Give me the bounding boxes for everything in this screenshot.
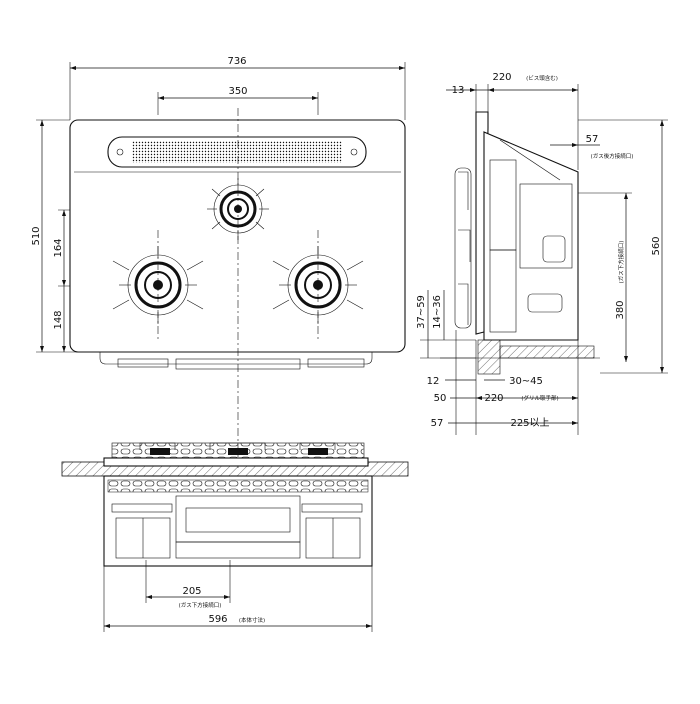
gas-lower-inlet-dim: 205 <box>182 586 201 597</box>
depth-with-screws-dim: 220 <box>492 72 511 83</box>
grill-window <box>185 507 291 533</box>
dim-57: 57 <box>431 418 444 429</box>
rear-gas-inlet-dim: 57 <box>586 134 599 145</box>
min-depth-dim: 225以上 <box>510 417 549 429</box>
front-left-burner-icon <box>112 246 204 324</box>
front-burner-offset-dim: 148 <box>53 310 64 329</box>
side-view: 13 220 (ビス頭含む) 57 (ガス後方接続口) 560 380 (ガス下… <box>416 72 668 435</box>
rear-burner-offset-dim: 164 <box>53 238 64 257</box>
lower-gas-height-dim: 380 <box>615 300 626 319</box>
gas-lower-inlet-note: (ガス下方接続口) <box>179 601 222 609</box>
burner-pitch-dim: 350 <box>228 86 247 97</box>
top-view: 736 350 510 164 148 <box>31 56 406 470</box>
flange-dim: 13 <box>452 85 465 96</box>
range-c-dim: 30~45 <box>509 376 543 387</box>
range-a-dim: 37~59 <box>416 295 427 329</box>
dim-50: 50 <box>434 393 447 404</box>
cooktop-top-plate <box>69 119 406 353</box>
body-width-note: (本体寸法) <box>239 616 265 624</box>
front-right-burner-icon <box>272 246 364 324</box>
range-b-dim: 14~36 <box>432 295 443 329</box>
front-view: 205 (ガス下方接続口) 596 (本体寸法) <box>61 442 409 632</box>
total-height-dim: 560 <box>651 236 662 255</box>
body-width-dim: 596 <box>208 614 227 625</box>
grill-handle-depth-dim: 220 <box>484 393 503 404</box>
width-dim: 736 <box>227 56 246 67</box>
depth-dim: 510 <box>31 226 42 245</box>
rear-gas-inlet-note: (ガス後方接続口) <box>591 152 634 160</box>
lower-gas-height-note: (ガス下方接続口) <box>617 241 625 284</box>
rear-burner-icon <box>207 178 269 240</box>
grill-handle-note: (グリル取手部) <box>521 394 558 402</box>
dim-12: 12 <box>427 376 440 387</box>
depth-with-screws-note: (ビス頭含む) <box>526 74 558 82</box>
